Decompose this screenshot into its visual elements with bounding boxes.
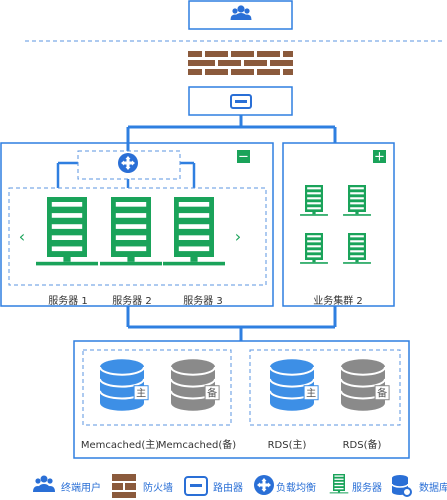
db-1-icon-tag: 主 xyxy=(136,388,146,400)
legend-label-database: 数据库 xyxy=(419,483,447,494)
firewall-icon xyxy=(188,51,293,75)
load-balancer-icon[interactable] xyxy=(118,153,138,173)
router-node[interactable] xyxy=(188,86,293,116)
server-2-icon[interactable] xyxy=(100,197,162,266)
server-3-icon[interactable] xyxy=(163,197,225,266)
cluster-2-label: 业务集群 2 xyxy=(313,296,363,307)
lb-connectors xyxy=(56,161,196,188)
legend-label-router: 路由器 xyxy=(213,483,243,494)
cluster-2-server-1-icon[interactable] xyxy=(300,185,328,216)
legend-users-icon xyxy=(33,475,55,492)
firewall-node[interactable] xyxy=(188,51,293,75)
memcached-group-frame xyxy=(82,349,232,426)
business-cluster-1: − ‹ › xyxy=(0,142,274,307)
router-icon xyxy=(230,94,252,109)
db-2-icon-tag: 备 xyxy=(207,387,217,400)
cluster-2-server-4-icon[interactable] xyxy=(343,233,371,264)
cluster-2-server-3-icon[interactable] xyxy=(300,233,328,264)
server-1-icon[interactable] xyxy=(36,197,98,266)
connector-lines xyxy=(126,115,337,341)
svg-text:+: + xyxy=(374,150,385,165)
db-3-icon-tag: 主 xyxy=(306,388,316,400)
legend-server-icon[interactable] xyxy=(329,474,349,494)
db-4-icon[interactable]: 备 xyxy=(340,359,390,411)
legend-database-icon xyxy=(391,475,412,497)
legend-label-firewall: 防火墙 xyxy=(143,483,173,494)
legend-label-server: 服务器 xyxy=(352,483,382,494)
users-icon xyxy=(230,5,252,20)
db-2-icon[interactable]: 备 xyxy=(170,359,220,411)
db-3-icon[interactable]: 主 xyxy=(269,359,319,411)
collapse-button[interactable]: − xyxy=(237,150,250,165)
cluster-2-server-2-icon[interactable] xyxy=(343,185,371,216)
carousel-next-button[interactable]: › xyxy=(235,227,241,246)
db-label-rds-master: RDS(主) xyxy=(267,440,307,451)
server-2-label: 服务器 2 xyxy=(112,296,152,307)
expand-button[interactable]: + xyxy=(373,150,386,165)
db-label-memcached-master: Memcached(主) xyxy=(80,440,160,451)
database-tier: 主备主备 xyxy=(73,340,410,459)
db-label-rds-backup: RDS(备) xyxy=(342,440,382,451)
server-3-label: 服务器 3 xyxy=(183,296,223,307)
legend-label-users: 终端用户 xyxy=(61,483,101,494)
legend-load-balancer-icon xyxy=(254,475,274,495)
legend-firewall-icon xyxy=(112,474,136,498)
server-1-label: 服务器 1 xyxy=(48,296,88,307)
server-group-frame xyxy=(8,187,267,286)
end-users-node[interactable] xyxy=(188,0,293,30)
legend-label-load-balancer: 负载均衡 xyxy=(276,483,316,494)
svg-text:−: − xyxy=(238,150,249,165)
db-4-icon-tag: 备 xyxy=(377,387,387,400)
carousel-prev-button[interactable]: ‹ xyxy=(19,227,25,246)
legend-router-icon xyxy=(184,476,208,496)
db-1-icon[interactable]: 主 xyxy=(99,359,149,411)
db-label-memcached-backup: Memcached(备) xyxy=(157,440,237,451)
business-cluster-2: + xyxy=(282,142,395,307)
